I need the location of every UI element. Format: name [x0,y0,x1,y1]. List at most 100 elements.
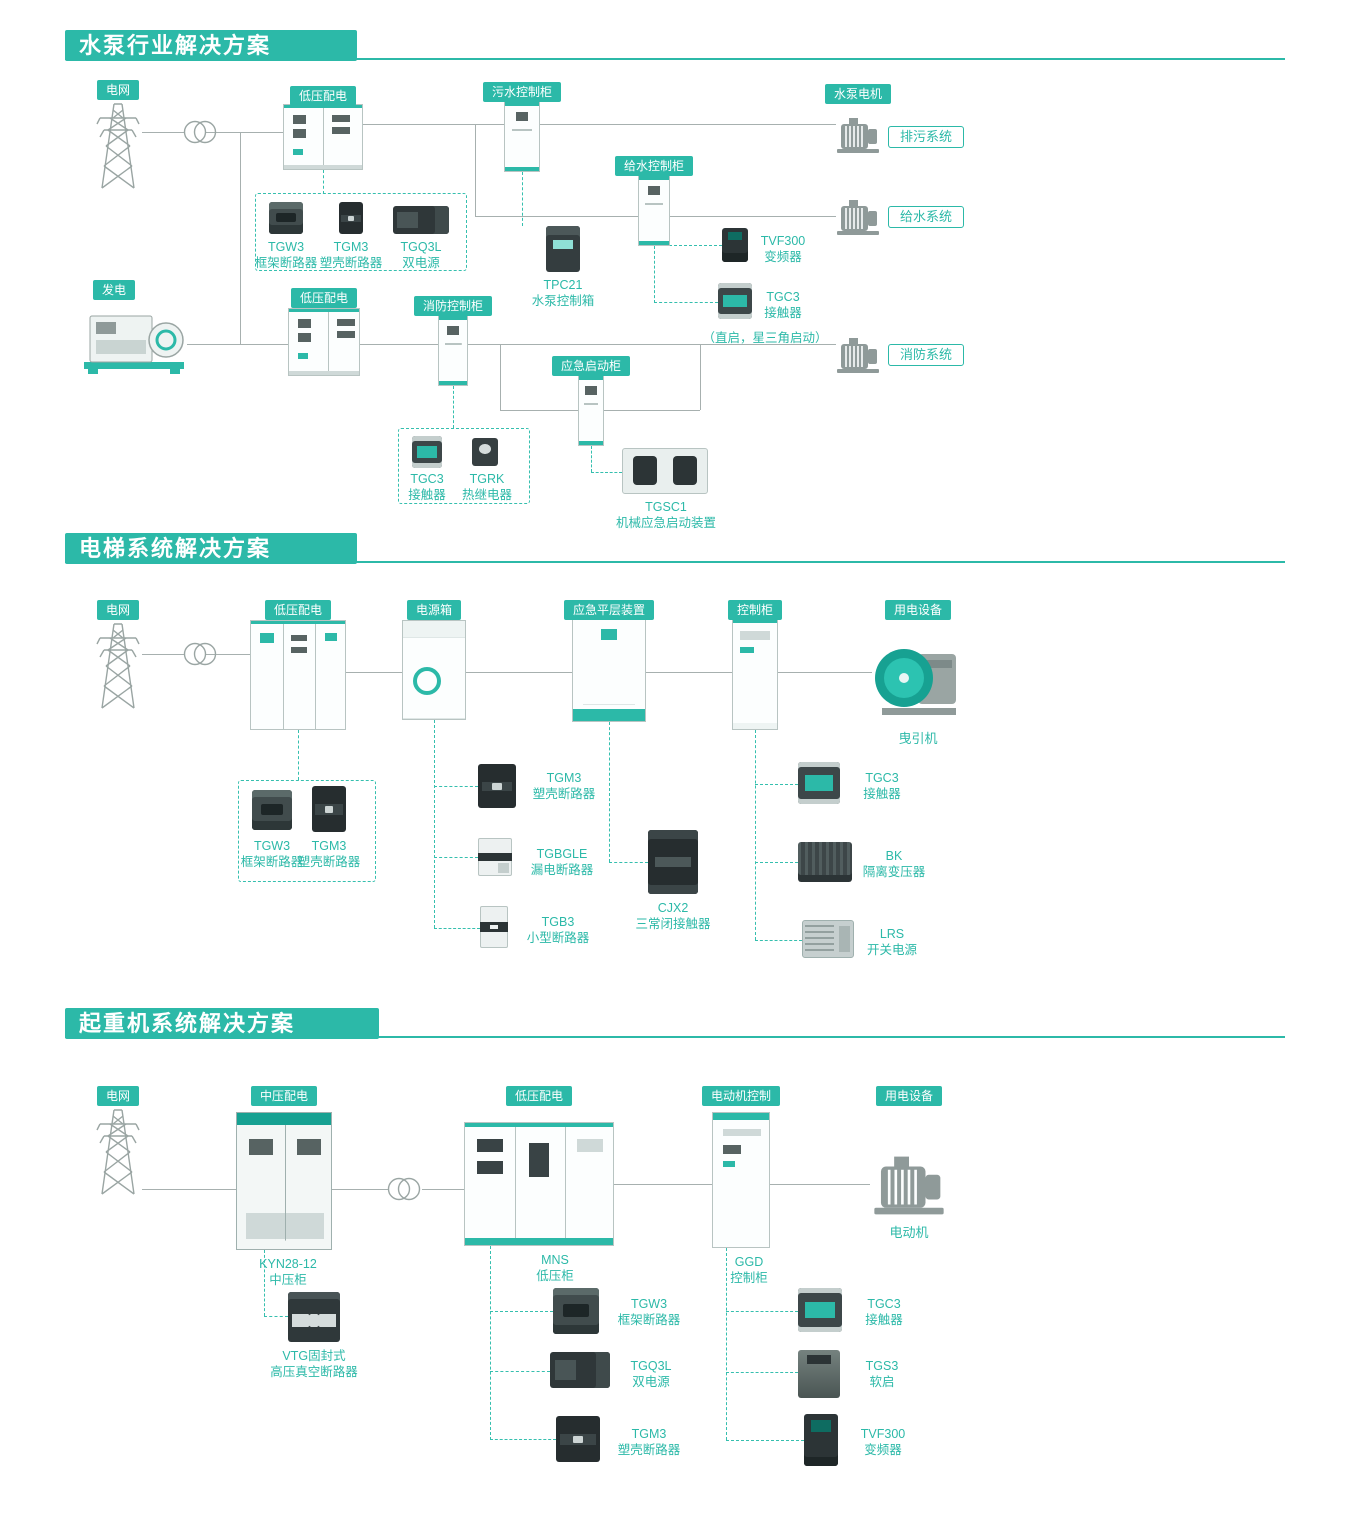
connector-line [500,410,578,411]
tgc3-contactor-icon [412,436,442,468]
callout-dash [726,1311,798,1312]
product-desc: 机械应急启动装置 [615,516,716,530]
tgc3-contactor-icon [798,1288,842,1332]
product-name: TGC3 [867,1297,901,1311]
lv-distribution-cabinet-icon [283,104,363,170]
product-name: TGB3 [541,915,575,929]
product-label-vtg: VTG固封式高压真空断路器 [256,1348,372,1380]
product-desc: 双电源 [632,1375,670,1389]
system-badge-drain: 排污系统 [888,126,965,148]
node-badge-lv: 低压配电 [265,600,332,620]
node-badge-mv: 中压配电 [251,1086,318,1106]
connector-line [363,124,836,125]
transmission-tower-icon [96,1109,140,1195]
callout-dash [726,1440,804,1441]
cabinet-desc: 控制柜 [730,1271,768,1285]
tgb3-breaker-icon [480,906,508,948]
connector-line [700,344,701,410]
product-name: TVF300 [860,1427,906,1441]
section-underline [65,58,1285,60]
callout-dash [522,172,523,226]
callout-dash [755,940,802,941]
product-name: TGBGLE [536,847,588,861]
connector-line [142,1189,236,1190]
cabinet-name: GGD [734,1255,764,1269]
node-badge-gen: 发电 [93,280,136,300]
callout-dash [434,720,435,928]
node-badge-grid: 电网 [97,600,140,620]
product-desc: 高压真空断路器 [270,1365,358,1379]
product-desc: 接触器 [863,787,901,801]
connector-line [466,672,572,673]
product-desc: 隔离变压器 [862,865,926,879]
callout-dash [654,245,722,246]
tgm3-breaker-icon [556,1416,600,1462]
product-desc: 双电源 [402,256,440,270]
callout-box [398,428,530,504]
callout-dash [264,1316,288,1317]
pump-motor-icon [837,200,879,235]
start-mode-note: （直启，星三角启动） [702,331,828,345]
product-label-tvf300: TVF300 变频器 [750,233,816,265]
pump-motor-icon [837,118,879,153]
callout-box [255,193,467,271]
callout-dash [591,472,622,473]
product-desc: 开关电源 [866,943,917,957]
product-name: TGM3 [333,240,369,254]
callout-dash [323,170,324,194]
control-cabinet-icon [732,618,778,730]
connector-line [778,672,872,673]
cabinet-name: MNS [541,1253,569,1267]
tgc3-contactor-icon [798,762,840,804]
mv-cabinet-icon [236,1112,332,1250]
vtg-vacuum-breaker-icon [288,1292,340,1342]
callout-box [238,780,376,882]
cabinet-desc: 低压柜 [536,1269,574,1283]
traction-machine-label: 曳引机 [898,731,938,746]
callout-dash [434,928,480,929]
callout-dash [755,784,798,785]
mns-lv-switchboard-icon [464,1122,614,1246]
product-name: TGM3 [311,839,347,853]
product-desc: 漏电断路器 [530,863,594,877]
cjx2-contactor-icon [648,830,698,894]
motor-icon [874,1156,944,1215]
product-name: TGS3 [865,1359,899,1373]
mns-cabinet-label: MNS 低压柜 [518,1252,592,1284]
connector-line [500,344,501,410]
product-name: TVF300 [760,234,806,248]
system-badge-water: 给水系统 [888,206,965,228]
callout-dash [755,862,798,863]
lrs-power-supply-icon [802,920,854,958]
product-desc: 变频器 [764,250,802,264]
callout-dash [490,1311,553,1312]
tgc3-contactor-icon [718,283,752,319]
node-badge-supply: 给水控制柜 [615,156,694,176]
product-name: TGQ3L [400,240,442,254]
node-badge-pump-motor: 水泵电机 [825,84,892,104]
sewage-control-cabinet-icon [504,100,540,172]
cabinet-desc: 中压柜 [269,1273,307,1287]
section-underline [65,1036,1285,1038]
node-badge-load: 用电设备 [885,600,952,620]
tgbgle-breaker-icon [478,838,512,876]
lv-distribution-cabinet-icon [288,308,360,376]
product-name: TGC3 [766,290,800,304]
callout-dash [434,857,478,858]
section-title-pump: 水泵行业解决方案 [65,30,357,61]
callout-dash [591,446,592,472]
product-name: TGW3 [253,839,291,853]
tgm3-breaker-icon [339,202,363,234]
product-desc: 热继电器 [461,488,512,502]
